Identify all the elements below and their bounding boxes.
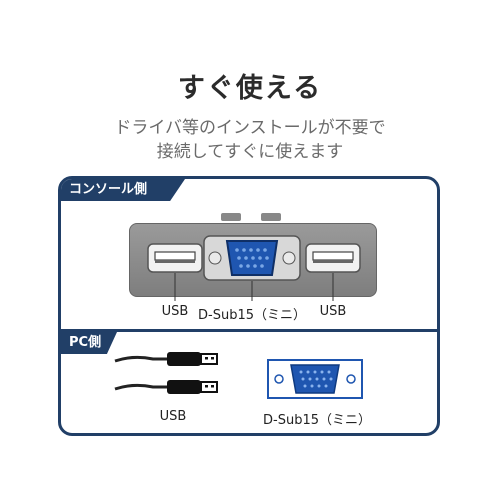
console-side-label: コンソール側 bbox=[61, 179, 185, 201]
vga-port-icon bbox=[203, 235, 301, 281]
page-title: すぐ使える bbox=[177, 73, 323, 104]
subtitle: ドライバ等のインストールが不要で 接続してすぐに使えます bbox=[0, 116, 500, 164]
subtitle-line-2: 接続してすぐに使えます bbox=[156, 142, 344, 162]
device-nub-left bbox=[221, 213, 241, 221]
console-leader-lines bbox=[174, 273, 334, 301]
usb-port-icon bbox=[305, 243, 361, 273]
console-port-label-dsub: D-Sub15（ミニ） bbox=[198, 308, 306, 323]
vga-connector-icon bbox=[267, 359, 363, 399]
console-port-label-usb-left: USB bbox=[161, 304, 189, 319]
pc-side-label: PC側 bbox=[61, 332, 117, 354]
section-divider bbox=[61, 329, 437, 332]
console-port-label-usb-right: USB bbox=[319, 304, 347, 319]
device-nub-right bbox=[261, 213, 281, 221]
pc-connector-label-usb: USB bbox=[159, 409, 187, 424]
usb-cable-icon bbox=[114, 352, 218, 394]
pc-connector-label-dsub: D-Sub15（ミニ） bbox=[263, 413, 371, 428]
subtitle-line-1: ドライバ等のインストールが不要で bbox=[114, 118, 386, 138]
usb-port-icon bbox=[147, 243, 203, 273]
connection-panel: コンソール側 USB D-Sub15（ミニ） USB PC側 bbox=[58, 176, 440, 436]
